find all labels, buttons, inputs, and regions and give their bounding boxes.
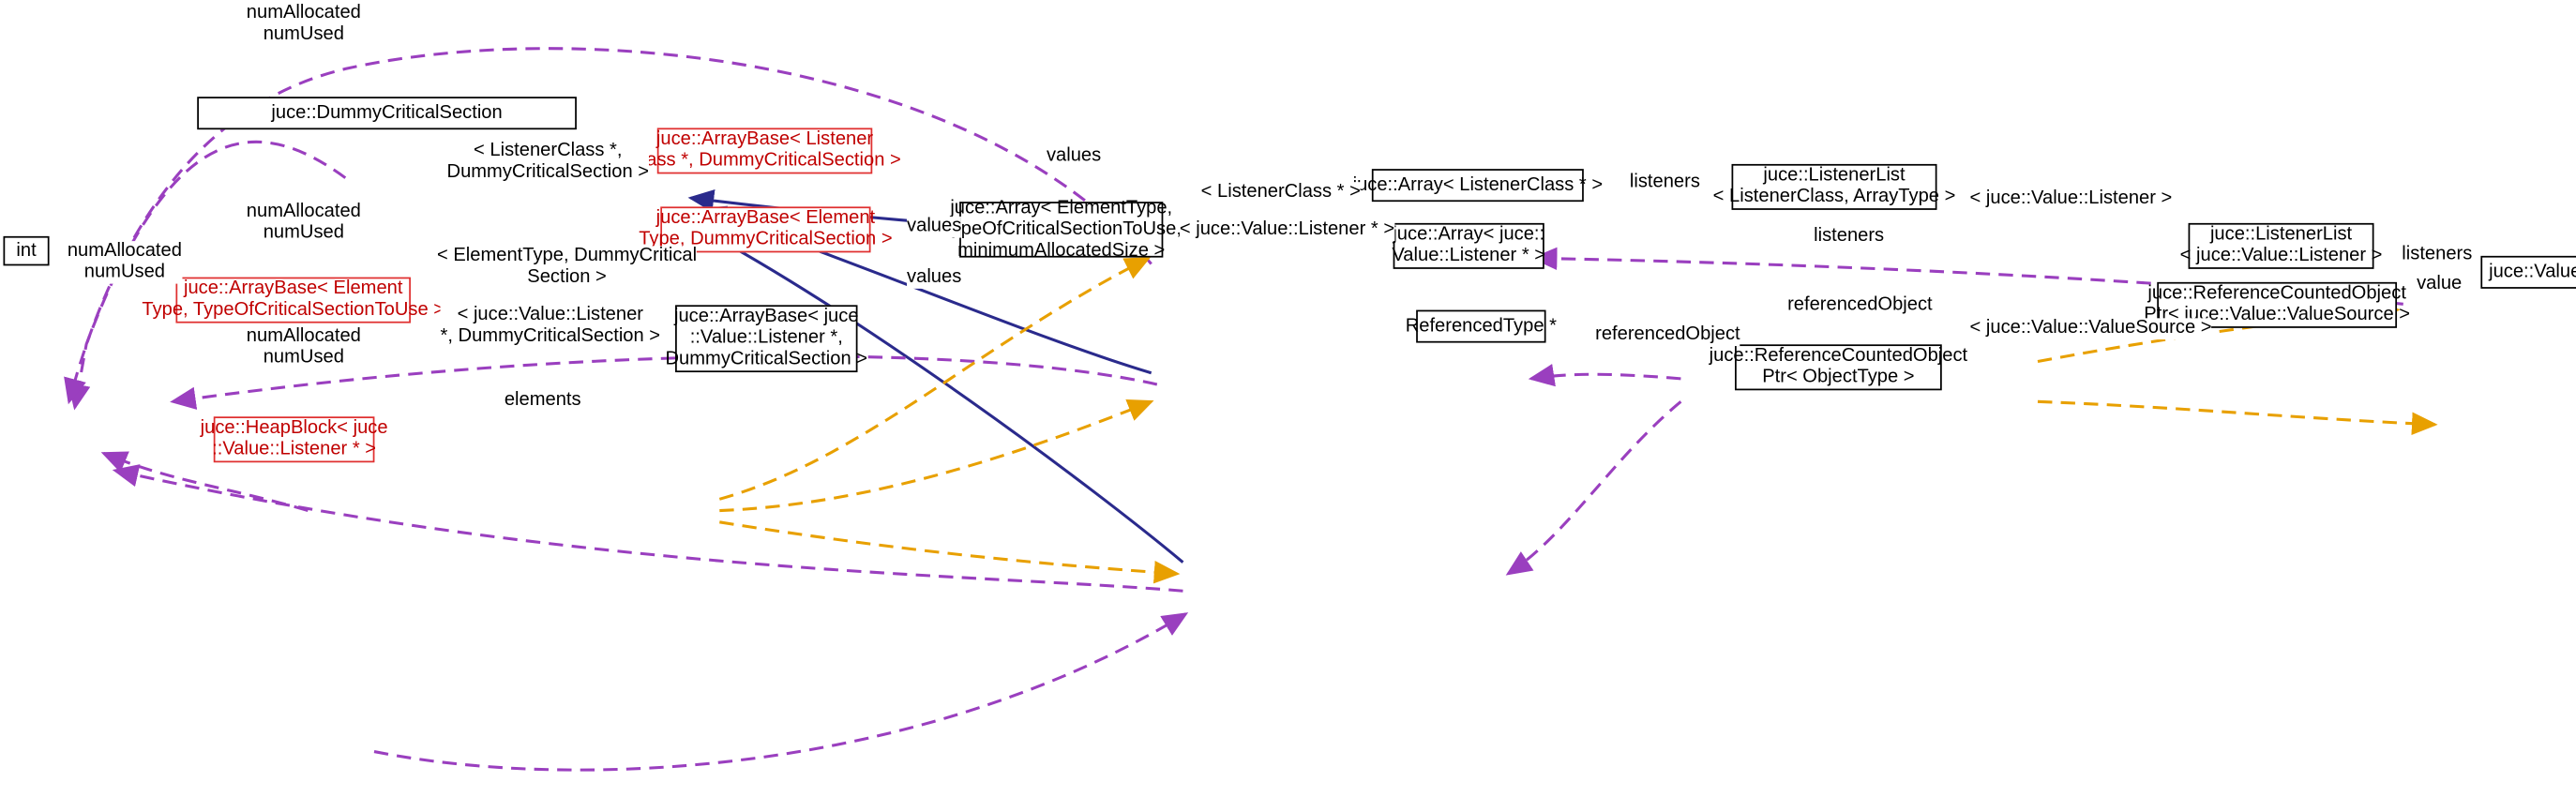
node-label: juce::ArrayBase< juce ::Value::Listener …: [665, 307, 868, 369]
node-label: juce::Array< ListenerClass * >: [1352, 174, 1604, 195]
node-referencedtype-pointer[interactable]: ReferencedType *: [1406, 309, 1557, 343]
node-label: juce::ListenerList < ListenerClass, Arra…: [1712, 165, 1956, 207]
node-label: juce::ArrayBase< Element Type, DummyCrit…: [639, 208, 893, 249]
node-label: juce::HeapBlock< juce ::Value::Listener …: [200, 418, 388, 459]
edge-label-listeners-2: listeners: [1814, 226, 1885, 248]
node-label: juce::ArrayBase< Listener Class *, Dummy…: [628, 129, 901, 171]
edge-label-listeners-1: listeners: [1629, 172, 1700, 194]
node-array-value-listener[interactable]: juce::Array< juce:: Value::Listener * >: [1392, 222, 1546, 269]
edge-label-referencedobject-2: referencedObject: [1595, 324, 1740, 347]
node-label: int: [16, 240, 37, 261]
node-label: juce::ArrayBase< Element Type, TypeOfCri…: [142, 278, 445, 321]
edge-label-listenerclass-dummycriticalsection: < ListenerClass *, DummyCriticalSection …: [446, 141, 650, 184]
node-arraybase-elementtype-typeofcriticalsectiontouse[interactable]: juce::ArrayBase< Element Type, TypeOfCri…: [142, 277, 444, 323]
edge-label-values-3: values: [1046, 145, 1102, 168]
node-label: ReferencedType *: [1405, 315, 1557, 336]
edge-label-tmpl-value-listener: < juce::Value::Listener >: [1969, 188, 2173, 210]
edge-label-referencedobject-1: referencedObject: [1787, 294, 1933, 317]
edge-label-value-listener-dummycriticalsection: < juce::Value::Listener *, DummyCritical…: [440, 305, 661, 348]
node-label: juce::Value: [2489, 261, 2576, 281]
node-label: juce::DummyCriticalSection: [271, 102, 503, 123]
node-label: juce::Array< juce:: Value::Listener * >: [1392, 224, 1546, 266]
node-heapblock-value-listener[interactable]: juce::HeapBlock< juce ::Value::Listener …: [201, 416, 388, 463]
edge-label-tmpl-valuesource: < juce::Value::ValueSource >: [1969, 318, 2212, 340]
edge-label-values-1: values: [907, 216, 962, 238]
node-listenerlist-value-listener[interactable]: juce::ListenerList < juce::Value::Listen…: [2180, 222, 2382, 269]
collaboration-diagram: int juce::DummyCriticalSection juce::Arr…: [3, 3, 2576, 772]
node-referencecountedobjectptr-objecttype[interactable]: juce::ReferenceCountedObject Ptr< Object…: [1710, 344, 1967, 391]
node-juce-value[interactable]: juce::Value: [2480, 255, 2576, 289]
node-label: juce::ReferenceCountedObject Ptr< Object…: [1709, 346, 1968, 387]
edge-label-elements: elements: [504, 390, 581, 413]
node-int[interactable]: int: [3, 235, 50, 266]
edge-label-numallocated-numused-lower: numAllocated numUsed: [246, 326, 361, 369]
edge-label-value: value: [2417, 274, 2463, 295]
node-arraybase-listenerclass-dummycriticalsection[interactable]: juce::ArrayBase< Listener Class *, Dummy…: [628, 128, 901, 174]
edge-label-tmpl-listenerclass: < ListenerClass * >: [1200, 182, 1361, 203]
node-arraybase-elementtype-dummycriticalsection[interactable]: juce::ArrayBase< Element Type, DummyCrit…: [639, 206, 893, 253]
edge-label-numallocated-numused-left: numAllocated numUsed: [67, 241, 182, 284]
node-array-listenerclass[interactable]: juce::Array< ListenerClass * >: [1353, 169, 1603, 203]
node-label: juce::ListenerList < juce::Value::Listen…: [2179, 224, 2383, 266]
edge-label-elementtype-dummycriticalsection: < ElementType, DummyCritical Section >: [437, 246, 698, 289]
edge-label-values-2: values: [907, 267, 962, 289]
edge-label-numallocated-numused-top: numAllocated numUsed: [246, 3, 361, 46]
node-listenerlist-listenerclass-arraytype[interactable]: juce::ListenerList < ListenerClass, Arra…: [1713, 163, 1955, 210]
edge-label-numallocated-numused-mid: numAllocated numUsed: [246, 202, 361, 245]
node-label: juce::Array< ElementType, TypeOfCritical…: [941, 197, 1182, 261]
edge-label-tmpl-value-listener-ptr: < juce::Value::Listener * >: [1179, 219, 1395, 242]
node-arraybase-value-listener-dummycriticalsection[interactable]: juce::ArrayBase< juce ::Value::Listener …: [665, 305, 867, 373]
edge-label-listeners-3: listeners: [2402, 244, 2473, 266]
node-array-elementtype[interactable]: juce::Array< ElementType, TypeOfCritical…: [942, 198, 1182, 260]
node-juce-dummycriticalsection[interactable]: juce::DummyCriticalSection: [197, 97, 577, 130]
